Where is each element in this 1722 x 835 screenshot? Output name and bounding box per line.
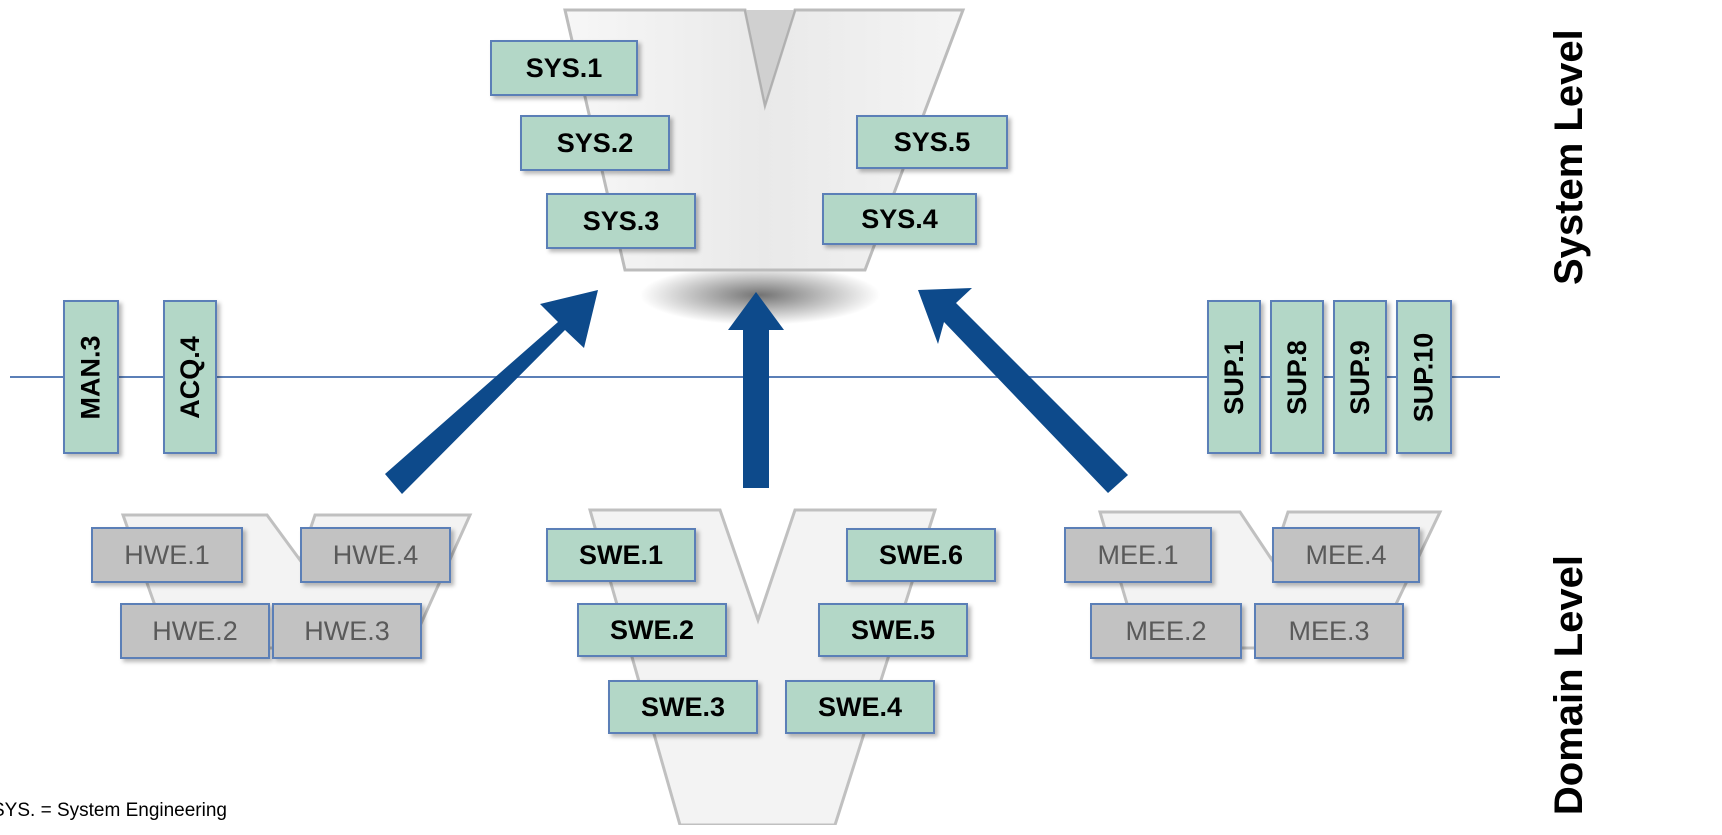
swe1-box: SWE.1 [546,528,696,582]
sys-footnote: SYS. = System Engineering [0,800,227,821]
sup10-label: SUP.10 [1408,332,1439,422]
swe6-box: SWE.6 [846,528,996,582]
sys4-box: SYS.4 [822,193,977,245]
main-v-shadow [640,265,880,325]
hwe4-box: HWE.4 [300,527,451,583]
mee4-box: MEE.4 [1272,527,1420,583]
mee1-box: MEE.1 [1064,527,1212,583]
swe5-box: SWE.5 [818,603,968,657]
sup8-label: SUP.8 [1281,339,1312,415]
software-v-shape [588,508,938,825]
hwe1-box: HWE.1 [91,527,243,583]
acq4-label: ACQ.4 [174,335,205,419]
sys5-box: SYS.5 [856,115,1008,169]
sup9-box: SUP.9 [1333,300,1387,454]
sup9-label: SUP.9 [1344,339,1375,415]
man3-label: MAN.3 [75,334,106,420]
swe3-box: SWE.3 [608,680,758,734]
hwe2-box: HWE.2 [120,603,270,659]
hardware-to-system-arrow [385,290,598,494]
acq4-box: ACQ.4 [163,300,217,454]
hwe3-box: HWE.3 [272,603,422,659]
man3-box: MAN.3 [63,300,119,454]
sup8-box: SUP.8 [1270,300,1324,454]
system-v-inner-fold [744,9,796,109]
sup1-box: SUP.1 [1207,300,1261,454]
system-level-label: System Level [1547,29,1591,285]
mee2-box: MEE.2 [1090,603,1242,659]
sys3-box: SYS.3 [546,193,696,249]
mechanical-to-system-arrow [918,288,1128,493]
domain-level-label: Domain Level [1547,555,1591,816]
sys1-box: SYS.1 [490,40,638,96]
swe2-box: SWE.2 [577,603,727,657]
software-to-system-arrow [728,292,784,488]
swe4-box: SWE.4 [785,680,935,734]
mee3-box: MEE.3 [1254,603,1404,659]
sup1-label: SUP.1 [1218,339,1249,415]
sys2-box: SYS.2 [520,115,670,171]
sup10-box: SUP.10 [1396,300,1452,454]
